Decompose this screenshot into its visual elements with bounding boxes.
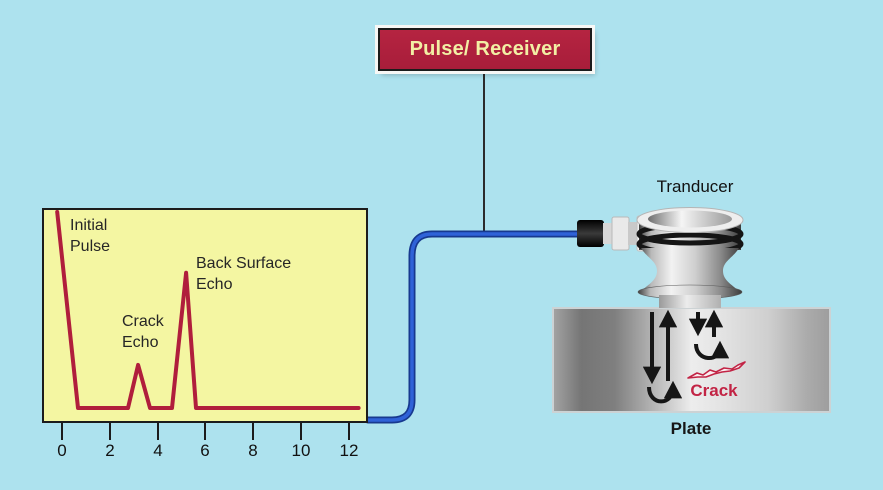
pulse-receiver-box: Pulse/ Receiver <box>378 28 592 71</box>
transducer-body <box>639 248 741 293</box>
tick-label: 6 <box>200 441 210 460</box>
label-initial-pulse: Initial Pulse <box>70 217 111 255</box>
connector-plug <box>577 220 604 247</box>
tick-mark <box>109 423 111 440</box>
groove-2 <box>636 232 744 256</box>
tick-mark <box>300 423 302 440</box>
tick-mark <box>348 423 350 440</box>
waveform <box>55 210 361 410</box>
label-crack-echo: Crack Echo <box>122 313 164 351</box>
plate-label: Plate <box>670 419 712 438</box>
tick-label: 4 <box>153 441 163 460</box>
coax-cable-outline <box>364 230 585 424</box>
connector-ring-1 <box>603 223 613 244</box>
echo-scope-panel: Initial Pulse Crack Echo Back Surface Ec… <box>42 208 368 423</box>
groove-band <box>639 224 741 250</box>
tick-label: 10 <box>291 441 311 460</box>
tick-label: 0 <box>57 441 67 460</box>
transducer <box>577 207 744 308</box>
tick-mark <box>252 423 254 440</box>
tick-label: 12 <box>339 441 359 460</box>
connector-ring-3 <box>628 222 638 245</box>
coax-cable <box>366 232 583 422</box>
x-axis: 0 2 4 6 8 10 12 <box>0 423 420 473</box>
label-back-surface-echo: Back Surface Echo <box>196 255 292 293</box>
groove-1 <box>636 222 744 246</box>
tick-mark <box>61 423 63 440</box>
tick-mark <box>204 423 206 440</box>
connector-ring-4 <box>636 215 653 252</box>
crack-label: Crack <box>690 381 738 400</box>
cap-rim <box>636 207 744 233</box>
transducer-label: Tranducer <box>656 177 734 196</box>
cap-face <box>648 210 732 228</box>
body-lip <box>637 284 743 300</box>
pulse-receiver-label: Pulse/ Receiver <box>409 38 561 60</box>
tick-label: 8 <box>248 441 258 460</box>
tick-label: 2 <box>105 441 115 460</box>
tick-mark <box>157 423 159 440</box>
connector-ring-2 <box>611 216 630 251</box>
